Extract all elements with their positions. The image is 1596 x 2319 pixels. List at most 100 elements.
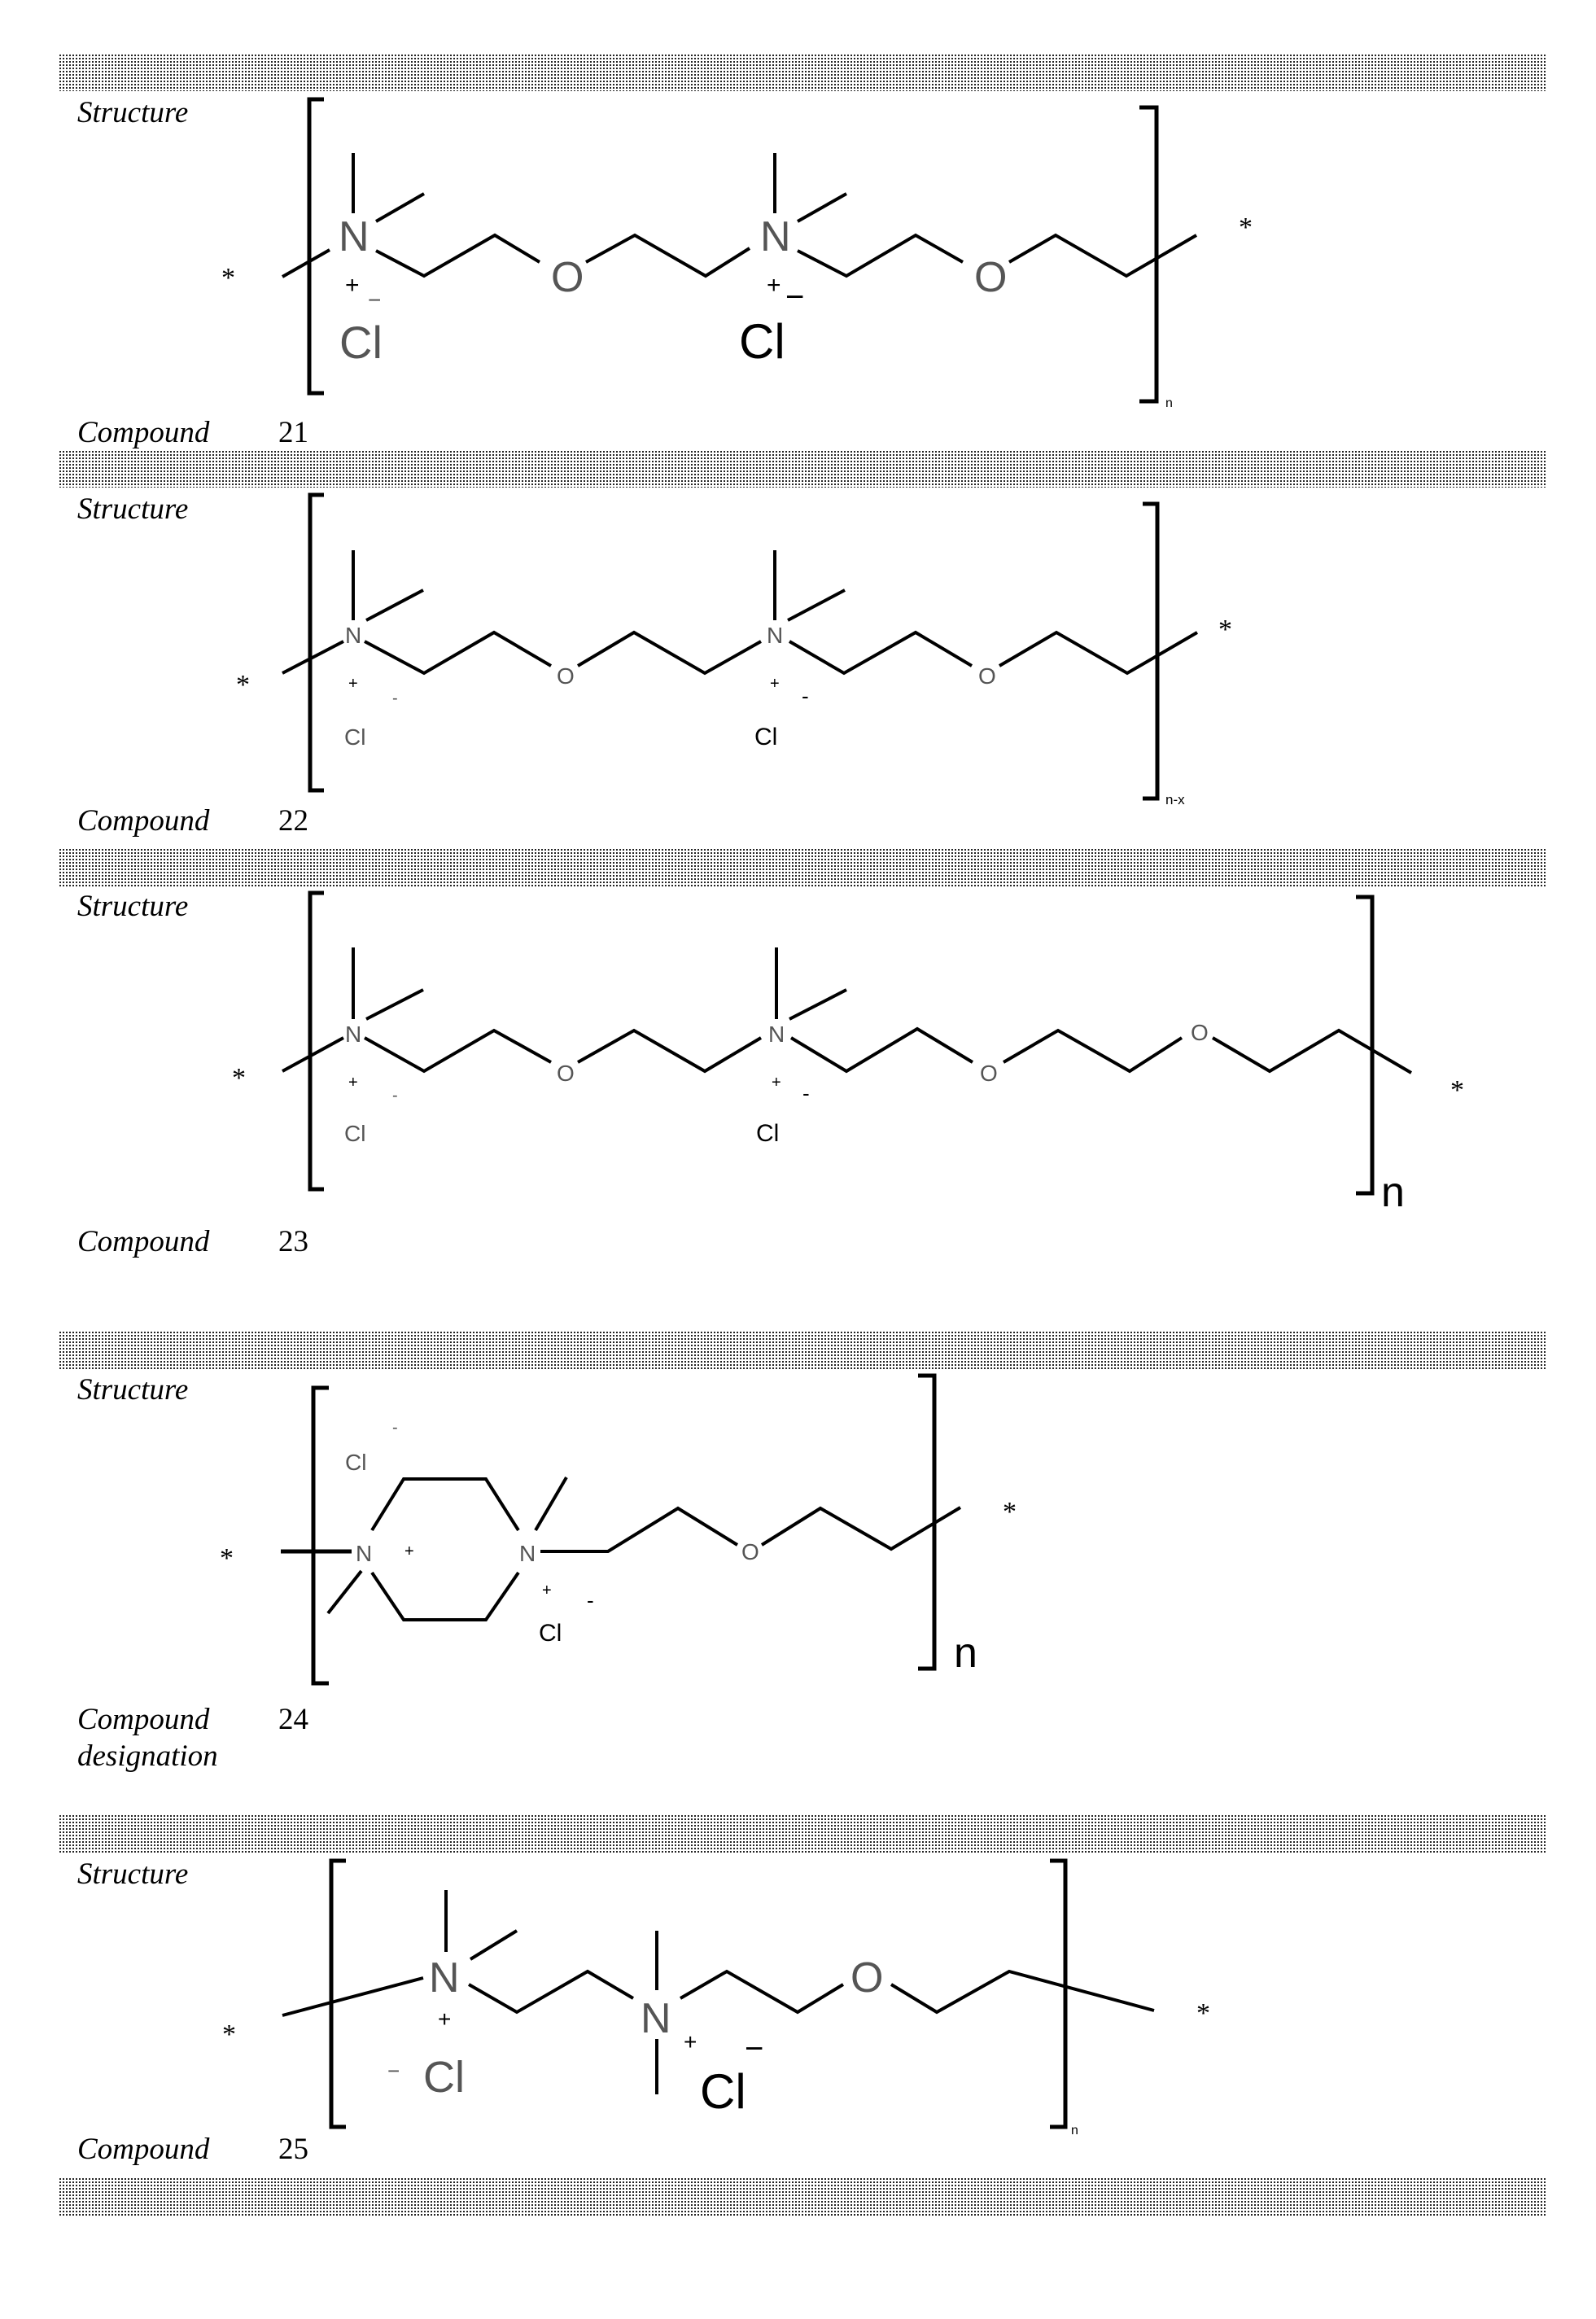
- oxygen-atom: O: [980, 1061, 998, 1086]
- end-group-asterisk: *: [222, 2019, 236, 2050]
- compound-number: 22: [278, 804, 308, 838]
- chloride-ion: Cl: [344, 1121, 365, 1146]
- oxygen-atom: O: [974, 254, 1007, 301]
- structure-label: Structure: [77, 890, 189, 923]
- right-bracket: [1139, 105, 1159, 404]
- positive-charge: +: [772, 1074, 781, 1092]
- end-group-asterisk: *: [236, 670, 250, 700]
- separator-band: [59, 1814, 1546, 1854]
- separator-band: [59, 450, 1546, 488]
- oxygen-atom: O: [557, 1061, 575, 1086]
- separator-band: [59, 2177, 1546, 2217]
- repeat-subscript: n: [1071, 2124, 1078, 2137]
- oxygen-atom: O: [850, 1954, 883, 2002]
- repeat-subscript: n: [1165, 396, 1173, 410]
- negative-charge: -: [802, 684, 809, 708]
- compound-number: 23: [278, 1225, 308, 1258]
- left-bracket: [311, 1385, 329, 1686]
- positive-charge: +: [438, 2006, 451, 2032]
- compound-number: 21: [278, 416, 308, 449]
- nitrogen-atom: N: [768, 1022, 785, 1047]
- end-group-asterisk: *: [1003, 1497, 1017, 1527]
- end-group-asterisk: *: [232, 1063, 246, 1093]
- nitrogen-atom: N: [429, 1954, 460, 2002]
- compound-label-line2: designation: [77, 1739, 218, 1773]
- end-group-asterisk: *: [1218, 615, 1232, 645]
- structure-label: Structure: [77, 492, 189, 526]
- chloride-ion: Cl: [756, 1120, 779, 1147]
- separator-band: [59, 54, 1546, 91]
- compound-label: Compound: [77, 416, 210, 449]
- oxygen-atom: O: [1191, 1020, 1209, 1045]
- nitrogen-atom: N: [339, 213, 369, 260]
- compound-label: Compound: [77, 1225, 210, 1258]
- positive-charge: +: [348, 675, 358, 693]
- compound-23-structure: * * n N O N O O + + - - Cl Cl: [232, 890, 1464, 1216]
- compound-22-structure: * * n-x N O N O + + - - Cl Cl: [236, 492, 1232, 807]
- compound-25-structure: * * n N N O + + − − Cl Cl: [222, 1858, 1210, 2137]
- negative-charge: −: [745, 2031, 763, 2067]
- compound-21-structure: * * n N O N O + + − − Cl Cl: [221, 97, 1253, 410]
- end-group-asterisk: *: [220, 1543, 234, 1573]
- right-bracket: [1356, 895, 1375, 1196]
- nitrogen-atom: N: [519, 1541, 536, 1566]
- chloride-ion: Cl: [700, 2064, 746, 2119]
- nitrogen-atom: N: [345, 623, 361, 648]
- separator-band: [59, 1331, 1546, 1370]
- compound-label: Compound: [77, 2133, 210, 2166]
- positive-charge: +: [767, 272, 781, 299]
- left-bracket: [308, 492, 324, 793]
- compound-number: 24: [278, 1703, 308, 1736]
- nitrogen-atom: N: [767, 623, 783, 648]
- compound-label: Compound: [77, 1703, 210, 1736]
- oxygen-atom: O: [741, 1539, 759, 1564]
- negative-charge: −: [387, 2059, 400, 2083]
- repeat-subscript: n-x: [1165, 792, 1185, 807]
- right-bracket: [918, 1373, 937, 1671]
- repeat-subscript: n: [1381, 1169, 1405, 1216]
- negative-charge: -: [392, 1419, 398, 1437]
- chloride-ion: Cl: [423, 2053, 465, 2102]
- nitrogen-atom: N: [760, 213, 791, 260]
- negative-charge: -: [392, 689, 398, 707]
- structure-label: Structure: [77, 1857, 189, 1891]
- negative-charge: -: [392, 1087, 398, 1105]
- chloride-ion: Cl: [339, 317, 383, 368]
- end-group-asterisk: *: [221, 263, 235, 293]
- nitrogen-atom: N: [641, 1995, 671, 2042]
- oxygen-atom: O: [551, 254, 584, 301]
- compound-24-structure: * * n N N O + + - - Cl Cl: [220, 1373, 1017, 1686]
- negative-charge: -: [802, 1081, 810, 1105]
- oxygen-atom: O: [557, 663, 575, 689]
- compound-number: 25: [278, 2133, 308, 2166]
- left-bracket: [329, 1858, 346, 2129]
- positive-charge: +: [684, 2029, 697, 2054]
- nitrogen-atom: N: [356, 1541, 372, 1566]
- right-bracket: [1143, 501, 1160, 801]
- positive-charge: +: [404, 1542, 414, 1560]
- left-bracket: [307, 97, 324, 396]
- oxygen-atom: O: [978, 663, 996, 689]
- chloride-ion: Cl: [739, 314, 785, 369]
- positive-charge: +: [348, 1074, 358, 1092]
- positive-charge: +: [770, 675, 780, 693]
- end-group-asterisk: *: [1450, 1075, 1464, 1105]
- positive-charge: +: [542, 1582, 552, 1599]
- end-group-asterisk: *: [1239, 212, 1253, 243]
- right-bracket: [1050, 1858, 1068, 2129]
- separator-band: [59, 848, 1546, 886]
- structure-label: Structure: [77, 96, 189, 129]
- structure-label: Structure: [77, 1373, 189, 1407]
- negative-charge: −: [368, 287, 381, 313]
- repeat-subscript: n: [954, 1630, 977, 1677]
- end-group-asterisk: *: [1196, 1998, 1210, 2028]
- chloride-ion: Cl: [539, 1620, 562, 1647]
- left-bracket: [308, 890, 324, 1192]
- negative-charge: -: [587, 1588, 594, 1612]
- nitrogen-atom: N: [345, 1022, 361, 1047]
- chloride-ion: Cl: [345, 1450, 366, 1475]
- negative-charge: −: [785, 279, 804, 315]
- chloride-ion: Cl: [754, 724, 777, 750]
